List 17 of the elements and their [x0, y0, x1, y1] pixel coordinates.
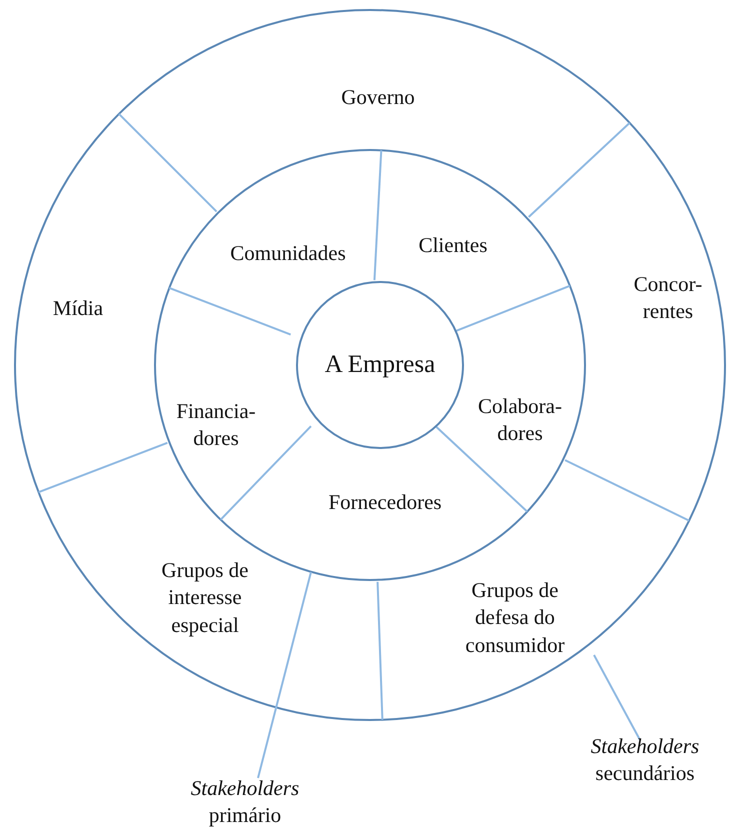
outer-ring [14, 9, 726, 721]
stakeholder-label: Colabora- dores [472, 392, 568, 448]
leader-line [257, 572, 312, 778]
stakeholder-label: Financia- dores [171, 398, 261, 452]
stakeholder-label: Concor- rentes [633, 270, 703, 326]
legend-note: Stakeholders secundários [555, 732, 735, 788]
stakeholder-label: Governo [308, 84, 448, 111]
inner-ring [154, 149, 586, 581]
legend-note: Stakeholders primário [155, 774, 335, 830]
leader-line [593, 654, 641, 740]
stakeholder-label: Grupos de defesa do consumidor [448, 577, 582, 659]
stakeholder-label: Grupos de interesse especial [145, 557, 265, 639]
stakeholder-label: Mídia [33, 294, 123, 322]
stakeholder-label: Fornecedores [305, 488, 465, 516]
stakeholder-label: Clientes [398, 232, 508, 259]
center-circle: A Empresa [296, 281, 464, 449]
stakeholder-label: Comunidades [213, 240, 363, 267]
